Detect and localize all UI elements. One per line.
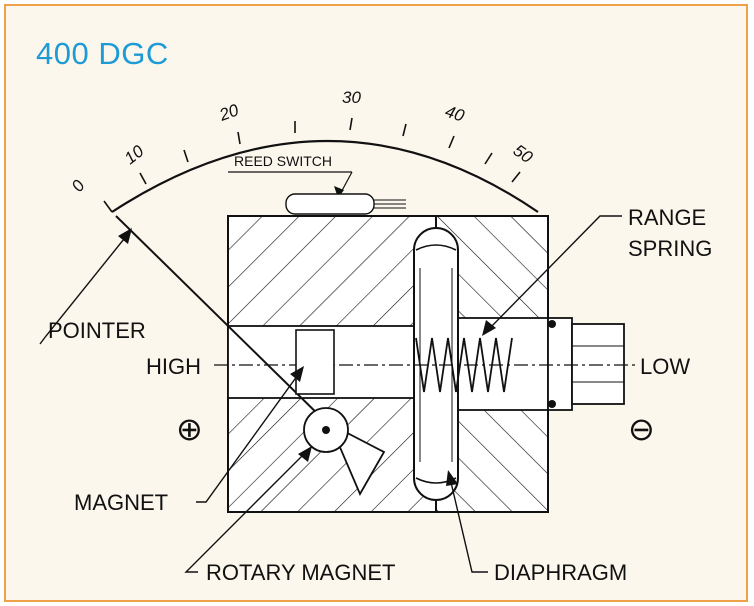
minus-symbol: ⊖ (628, 411, 655, 447)
pointer-callout: POINTER (39, 228, 146, 345)
low-port-label: LOW (640, 354, 690, 379)
magnet-label: MAGNET (74, 490, 168, 515)
range-spring (415, 337, 513, 393)
scale-mark-40: 40 (443, 102, 467, 126)
scale-mark-30: 30 (342, 88, 361, 107)
high-port-label: HIGH (146, 354, 201, 379)
rotary-magnet-hub (322, 426, 330, 434)
scale-arc (111, 139, 539, 213)
scale-ticks (103, 117, 521, 213)
scale-mark-50: 50 (510, 141, 537, 168)
range-spring-label-line1: RANGE (628, 205, 706, 230)
plus-symbol: ⊕ (176, 411, 203, 447)
rotary-magnet-callout: ROTARY MAGNET (184, 446, 395, 585)
diagram-title: 400 DGC (36, 36, 169, 71)
range-spring-label-line2: SPRING (628, 236, 712, 261)
rotary-magnet-label: ROTARY MAGNET (206, 560, 395, 585)
range-spring-callout: RANGE SPRING (482, 205, 712, 336)
magnet (295, 329, 335, 395)
magnet-callout: MAGNET (74, 366, 304, 515)
scale-mark-20: 20 (216, 100, 242, 125)
reed-switch-label: REED SWITCH (234, 153, 332, 169)
reed-switch: REED SWITCH (228, 153, 406, 215)
scale-mark-10: 10 (121, 141, 148, 168)
pointer-label: POINTER (48, 318, 146, 343)
low-port-fitting (547, 317, 625, 411)
diaphragm-label: DIAPHRAGM (494, 560, 627, 585)
diaphragm-callout: DIAPHRAGM (446, 470, 627, 585)
scale-mark-0: 0 (68, 176, 89, 195)
